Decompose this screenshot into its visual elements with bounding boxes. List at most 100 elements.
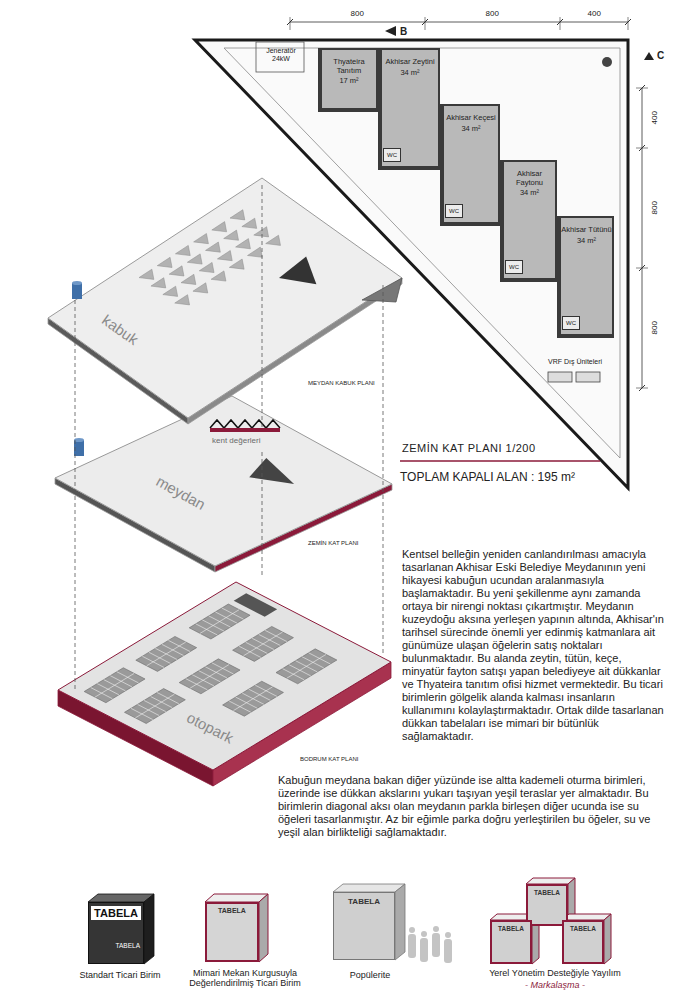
dimension-line — [642, 88, 643, 388]
parking-stall — [135, 694, 174, 718]
icon-caption: Yerel Yönetim Desteğiyle Yayılım — [480, 968, 630, 979]
shell-panel — [229, 259, 250, 273]
icon-caption: Popülerite — [320, 970, 420, 981]
parking-stall — [95, 673, 134, 697]
shell-panel — [139, 269, 160, 283]
shell-panel — [193, 283, 214, 297]
box-label: TABELA — [91, 906, 141, 920]
box-side — [144, 894, 154, 964]
person — [444, 939, 452, 963]
shell-lifted-tip — [362, 278, 402, 302]
shell-panel — [217, 251, 238, 265]
shell-panel — [248, 247, 269, 261]
dimension: 800 — [351, 9, 364, 19]
box-label: 34 m² — [444, 125, 498, 134]
water-element — [74, 440, 84, 456]
dimension-tick — [636, 388, 648, 389]
icon-caption: Standart Ticari Birim — [56, 970, 184, 981]
triangle-opening — [238, 458, 305, 492]
triangle-opening — [276, 256, 331, 294]
area-total: TOPLAM KAPALI ALAN : 195 m² — [400, 470, 575, 484]
shop-unit-box: TABELATABELA — [88, 902, 144, 964]
shell-panel — [206, 242, 227, 256]
parking-row — [136, 636, 197, 671]
dimension: 800 — [649, 321, 659, 334]
shop-unit-box: TABELA — [205, 902, 259, 962]
shell-panel — [157, 257, 178, 271]
shop-unit-box: TABELA — [562, 920, 604, 964]
parking-row — [223, 681, 284, 716]
shell-panel — [169, 266, 190, 280]
shop-room: Akhisar Keçesi34 m²WC — [440, 104, 500, 226]
shell-panel — [181, 274, 202, 288]
parking-stall — [287, 654, 326, 678]
layer-title: BODRUM KAT PLANI — [300, 756, 358, 763]
room-note: VRF Dış Üniteleri — [548, 358, 602, 366]
dimension-tick — [636, 88, 648, 89]
layer-name: kent değerleri — [212, 436, 260, 446]
shell-panel — [187, 254, 208, 268]
box-label: WC — [506, 261, 522, 273]
shop-unit-box: TABELA — [333, 892, 395, 960]
box-label: TABELA — [492, 925, 530, 932]
shell-panel — [212, 222, 233, 236]
box-label: WC — [384, 149, 400, 161]
person — [408, 934, 416, 958]
box-label: TABELA — [334, 897, 394, 906]
parking-row — [84, 668, 145, 703]
shell-surface — [48, 178, 402, 418]
layer-title: ZEMİN KAT PLANI — [308, 540, 358, 547]
projection-line — [383, 285, 384, 655]
projection-line — [75, 300, 76, 690]
shell-panel — [175, 295, 196, 309]
projection-line — [262, 452, 263, 575]
box-label: Akhisar Tütünü — [561, 226, 612, 235]
description-text: Kabuğun meydana bakan diğer yüzünde ise … — [278, 774, 660, 839]
shell-panel — [163, 286, 184, 300]
box-label: Thyateira Tanıtım — [322, 58, 376, 75]
icon-caption: - Markalaşma - — [480, 980, 630, 991]
box-label: 34 m² — [382, 69, 438, 78]
dimension-tick — [290, 17, 291, 30]
shell-panel — [151, 278, 172, 292]
column-dot — [602, 57, 612, 67]
dimension: 800 — [649, 201, 659, 214]
box-label: 17 m² — [322, 77, 376, 86]
person — [445, 932, 451, 938]
shell-panel — [194, 234, 215, 248]
water-element — [72, 283, 82, 299]
box-label: WC — [446, 205, 462, 217]
parking-row — [233, 626, 294, 661]
parking-row — [189, 604, 250, 639]
shop-unit-box: TABELA — [490, 920, 532, 964]
parking-stall — [233, 687, 272, 711]
wc-room: WC — [562, 316, 580, 330]
parking-stall — [190, 664, 229, 688]
shop-roofs — [210, 420, 280, 428]
box-label: TABELA — [207, 907, 257, 914]
box-top — [333, 884, 405, 892]
person — [432, 933, 440, 957]
section-marker-label: B — [400, 26, 407, 38]
shell-panel — [224, 230, 245, 244]
shell-panel — [211, 271, 232, 285]
vrf-unit — [548, 372, 572, 382]
shell-panel — [254, 227, 275, 241]
title-underline — [400, 460, 600, 462]
parking-row — [276, 649, 337, 684]
square-surface — [55, 396, 392, 566]
dimension: 400 — [649, 111, 659, 124]
box-label: Akhisar Faytonu — [504, 170, 555, 187]
water-element — [74, 438, 84, 442]
dimension: 400 — [588, 9, 601, 19]
shop-room: Akhisar Faytonu 34 m² WC — [500, 160, 557, 282]
parking-stall — [200, 610, 239, 634]
box-label: 34 m² — [504, 189, 555, 198]
shop-room: Akhisar Tütünü34 m²WC — [557, 216, 614, 338]
parking-row — [124, 689, 185, 724]
basement-surface — [58, 582, 391, 770]
shop-room: Thyateira Tanıtım 17 m² — [318, 48, 378, 112]
description-text: Kentsel belleğin yeniden canlandırılması… — [402, 548, 664, 743]
